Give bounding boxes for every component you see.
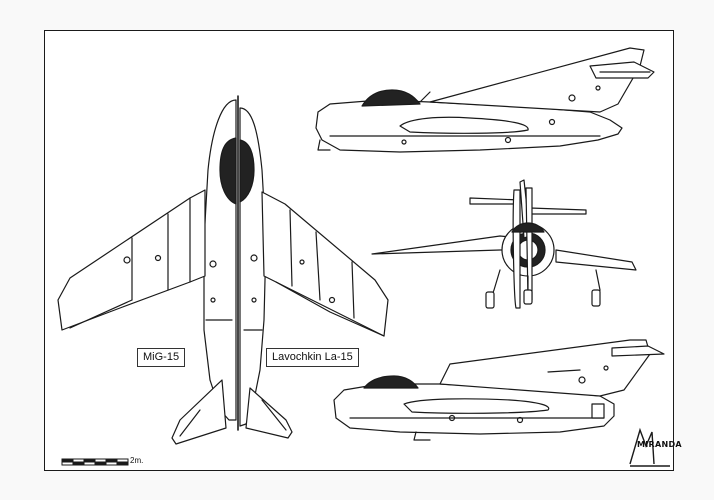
la15-top-view (239, 107, 389, 439)
aircraft-label-mig15: MiG-15 (137, 348, 186, 367)
mig15-top-view (57, 99, 237, 445)
logo-text: MIRANDA (637, 440, 682, 449)
mig15-side-view (333, 339, 665, 441)
logo-mark (629, 427, 670, 467)
aircraft-label-la15: Lavochkin La-15 (266, 348, 359, 367)
scale-bar (61, 458, 129, 466)
la15-front-view (371, 179, 637, 309)
la15-side-view (315, 47, 655, 153)
scale-label: 2m. (130, 456, 144, 465)
